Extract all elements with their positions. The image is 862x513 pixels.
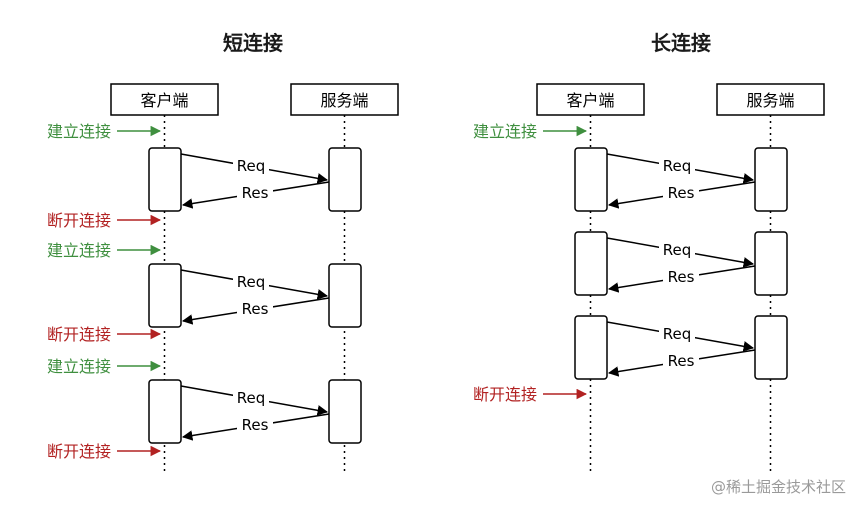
request-label: Req bbox=[663, 157, 692, 175]
request-label-bg bbox=[659, 156, 695, 174]
long-connection-diagram: 长连接 客户端 服务端 建立连接 Req Res Req bbox=[473, 31, 825, 474]
connect-label: 建立连接 bbox=[47, 357, 111, 376]
response-label-bg bbox=[237, 416, 273, 434]
exchange-3: Req Res bbox=[574, 315, 788, 380]
exchange-2: 建立连接 Req Res 断开连接 bbox=[47, 241, 362, 344]
server-box bbox=[290, 83, 399, 116]
disconnect-label: 断开连接 bbox=[47, 442, 111, 461]
response-label-bg bbox=[663, 184, 699, 202]
disconnect-label: 断开连接 bbox=[47, 211, 111, 230]
response-label-bg bbox=[237, 184, 273, 202]
response-label: Res bbox=[668, 184, 695, 202]
server-activation bbox=[754, 231, 788, 296]
client-activation bbox=[148, 379, 182, 444]
response-label: Res bbox=[668, 352, 695, 370]
short-connection-title: 短连接 bbox=[223, 31, 283, 55]
connect-label: 建立连接 bbox=[47, 122, 111, 141]
client-label: 客户端 bbox=[566, 91, 614, 110]
request-label-bg bbox=[233, 272, 269, 290]
request-label: Req bbox=[237, 157, 266, 175]
response-label: Res bbox=[242, 300, 269, 318]
client-activation bbox=[148, 263, 182, 328]
server-label: 服务端 bbox=[746, 91, 794, 110]
response-label-bg bbox=[663, 268, 699, 286]
long-connection-title: 长连接 bbox=[651, 31, 711, 55]
request-label: Req bbox=[237, 389, 266, 407]
watermark-text: @稀土掘金技术社区 bbox=[711, 478, 846, 496]
server-box bbox=[716, 83, 825, 116]
response-label: Res bbox=[242, 184, 269, 202]
response-label: Res bbox=[668, 268, 695, 286]
exchange-1: 建立连接 Req Res 断开连接 bbox=[47, 122, 362, 230]
request-label-bg bbox=[659, 240, 695, 258]
client-box bbox=[110, 83, 219, 116]
request-label: Req bbox=[663, 325, 692, 343]
server-label: 服务端 bbox=[320, 91, 368, 110]
response-label-bg bbox=[663, 352, 699, 370]
server-activation bbox=[754, 147, 788, 212]
client-label: 客户端 bbox=[140, 91, 188, 110]
server-activation bbox=[328, 147, 362, 212]
client-activation bbox=[574, 231, 608, 296]
short-connection-diagram: 短连接 客户端 服务端 建立连接 Req Res 断开连接 建立连接 bbox=[47, 31, 399, 474]
exchange-1: Req Res bbox=[574, 147, 788, 212]
connect-label: 建立连接 bbox=[473, 122, 537, 141]
request-label: Req bbox=[237, 273, 266, 291]
disconnect-label: 断开连接 bbox=[47, 325, 111, 344]
client-activation bbox=[574, 315, 608, 380]
server-activation bbox=[328, 379, 362, 444]
exchange-2: Req Res bbox=[574, 231, 788, 296]
connect-label: 建立连接 bbox=[47, 241, 111, 260]
request-label: Req bbox=[663, 241, 692, 259]
client-activation bbox=[148, 147, 182, 212]
server-activation bbox=[328, 263, 362, 328]
request-label-bg bbox=[659, 324, 695, 342]
disconnect-label: 断开连接 bbox=[473, 385, 537, 404]
response-label-bg bbox=[237, 300, 273, 318]
request-label-bg bbox=[233, 156, 269, 174]
request-label-bg bbox=[233, 388, 269, 406]
response-label: Res bbox=[242, 416, 269, 434]
exchange-3: 建立连接 Req Res 断开连接 bbox=[47, 357, 362, 461]
client-activation bbox=[574, 147, 608, 212]
server-activation bbox=[754, 315, 788, 380]
